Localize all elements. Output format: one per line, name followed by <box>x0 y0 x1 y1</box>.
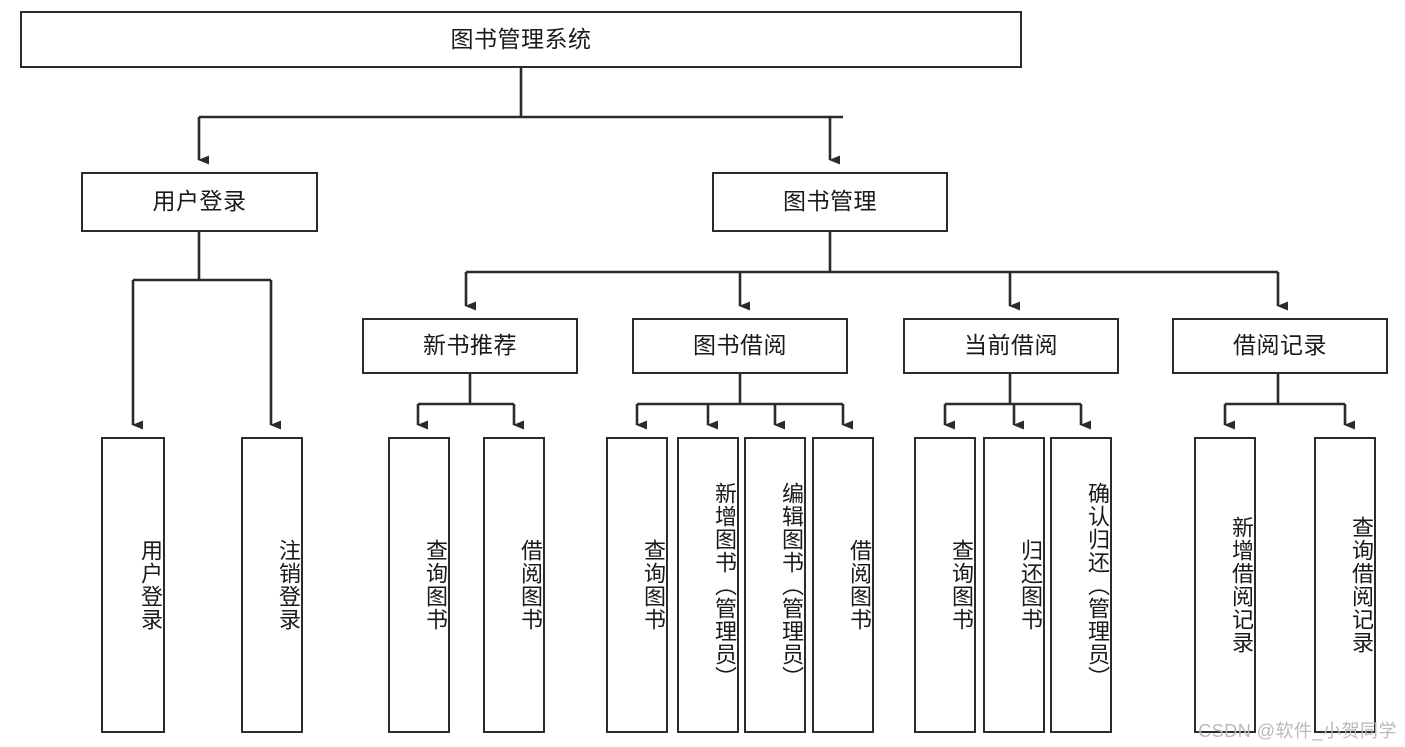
leaf-borrow-book[interactable]: 借阅图书 <box>812 437 874 733</box>
leaf-logout-login[interactable]: 注销登录 <box>241 437 303 733</box>
leaf-confirm-return-admin[interactable]: 确认归还（管理员） <box>1050 437 1112 733</box>
leaf-add-book-admin[interactable]: 新增图书（管理员） <box>677 437 739 733</box>
leaf-borrow-book-recommend[interactable]: 借阅图书 <box>483 437 545 733</box>
leaf-return-book[interactable]: 归还图书 <box>983 437 1045 733</box>
node-user-login[interactable]: 用户登录 <box>81 172 318 232</box>
node-new-book-recommend[interactable]: 新书推荐 <box>362 318 578 374</box>
node-borrow-record[interactable]: 借阅记录 <box>1172 318 1388 374</box>
leaf-user-login[interactable]: 用户登录 <box>101 437 165 733</box>
node-root-system[interactable]: 图书管理系统 <box>20 11 1022 68</box>
leaf-query-book-current[interactable]: 查询图书 <box>914 437 976 733</box>
node-book-borrow[interactable]: 图书借阅 <box>632 318 848 374</box>
leaf-query-borrow-record[interactable]: 查询借阅记录 <box>1314 437 1376 733</box>
node-book-management[interactable]: 图书管理 <box>712 172 948 232</box>
leaf-edit-book-admin[interactable]: 编辑图书（管理员） <box>744 437 806 733</box>
csdn-watermark: CSDN @软件_小贺同学 <box>1198 721 1397 741</box>
node-current-borrow[interactable]: 当前借阅 <box>903 318 1119 374</box>
leaf-query-book-borrow[interactable]: 查询图书 <box>606 437 668 733</box>
leaf-add-borrow-record[interactable]: 新增借阅记录 <box>1194 437 1256 733</box>
leaf-query-book-recommend[interactable]: 查询图书 <box>388 437 450 733</box>
